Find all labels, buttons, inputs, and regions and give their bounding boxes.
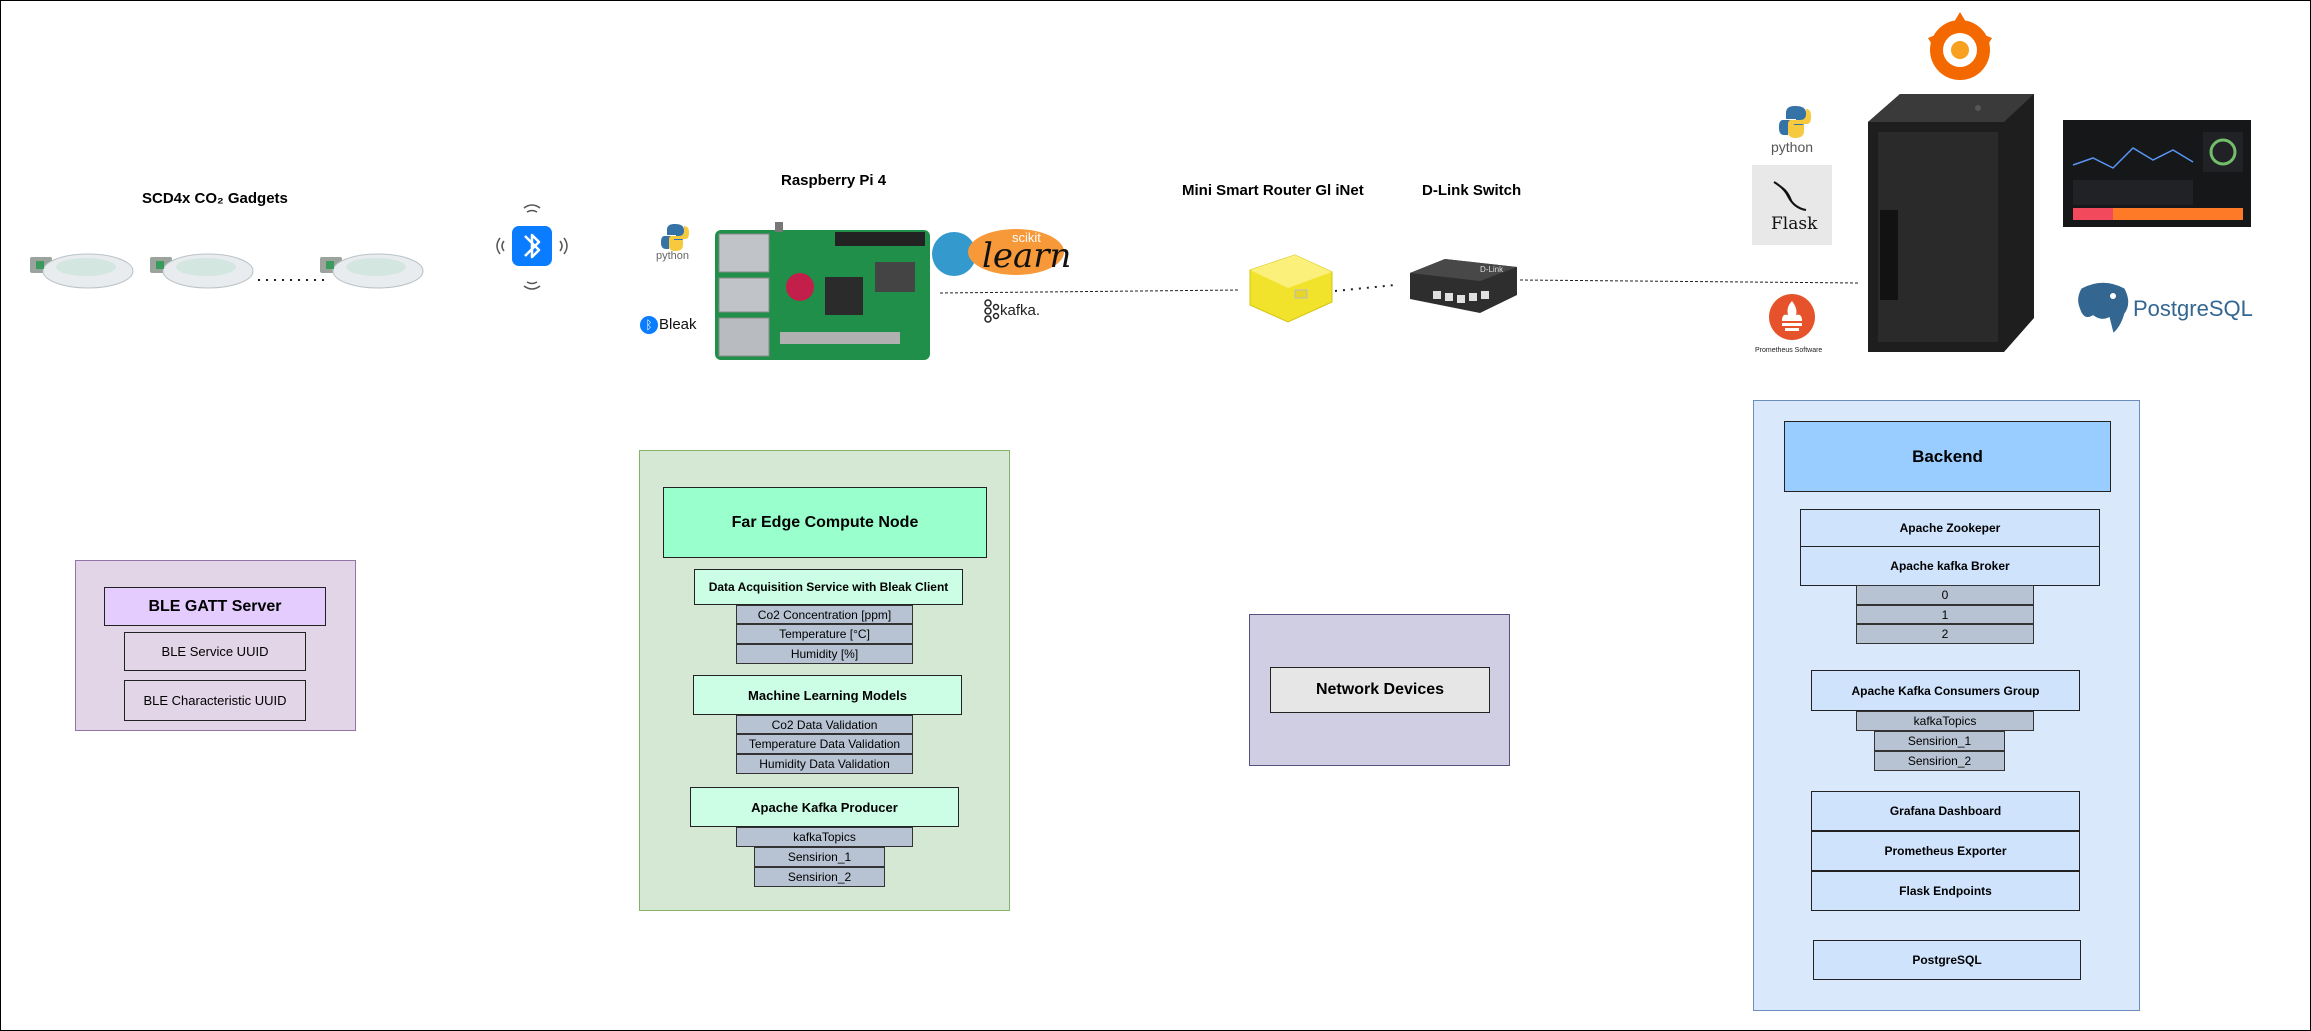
zookeeper: Apache Zookeper — [1800, 509, 2100, 547]
ml-models: Machine Learning Models — [693, 675, 962, 715]
grafana-logo-icon — [1928, 12, 1992, 80]
python-logo-text: python — [656, 250, 690, 262]
kafka-producer: Apache Kafka Producer — [690, 787, 959, 827]
acquisition-item: Co2 Concentration [ppm] — [736, 605, 913, 624]
prometheus-logo-icon — [1769, 294, 1815, 340]
python-logo-icon — [661, 224, 689, 251]
router-icon — [1249, 254, 1333, 323]
ml-item: Co2 Data Validation — [736, 715, 913, 734]
switch-label: D-Link Switch — [1422, 182, 1522, 199]
edge-kafka-topics-label: kafkaTopics — [736, 827, 913, 847]
flask-logo-icon — [1773, 181, 1807, 211]
bleak-logo-text: Bleak — [659, 316, 697, 333]
broker-partition: 2 — [1856, 624, 2034, 644]
bluetooth-icon — [496, 204, 568, 290]
backend-title: Backend — [1784, 421, 2111, 492]
gadgets-label: SCD4x CO₂ Gadgets — [142, 190, 288, 207]
switch-server-link — [1519, 279, 1861, 284]
acquisition-item: Humidity [%] — [736, 644, 913, 664]
server-tower-icon — [1868, 94, 2034, 352]
co2-gadget-icon — [320, 253, 424, 289]
backend-topic: Sensirion_1 — [1874, 731, 2005, 751]
scikit-text: scikit — [1012, 230, 1041, 245]
raspberry-pi-icon — [715, 222, 930, 360]
python-server-logo-icon — [1779, 106, 1811, 138]
edge-topic: Sensirion_1 — [754, 847, 885, 867]
flask-logo-text: Flask — [1771, 214, 1818, 234]
ble-characteristic-uuid: BLE Characteristic UUID — [124, 680, 306, 721]
backend-topic: Sensirion_2 — [1874, 751, 2005, 771]
learn-text: learn — [982, 236, 1072, 276]
scikit-learn-logo-icon — [932, 229, 1064, 276]
network-title: Network Devices — [1270, 667, 1490, 713]
dlink-logo-text: D-Link — [1480, 265, 1504, 274]
edge-title: Far Edge Compute Node — [663, 487, 987, 558]
postgresql-service: PostgreSQL — [1813, 940, 2081, 980]
grafana-dashboard: Grafana Dashboard — [1811, 791, 2080, 831]
flask-logo-tile — [1752, 165, 1832, 245]
router-label: Mini Smart Router Gl iNet — [1182, 182, 1364, 199]
flask-endpoints: Flask Endpoints — [1811, 871, 2080, 911]
dashboard-screenshot-icon — [2063, 120, 2251, 227]
kafka-logo-icon — [984, 299, 1000, 323]
ble-service-uuid: BLE Service UUID — [124, 632, 306, 671]
acquisition-service: Data Acquisition Service with Bleak Clie… — [694, 569, 963, 605]
pi-router-link — [939, 289, 1241, 294]
acquisition-item: Temperature [°C] — [736, 624, 913, 644]
prometheus-logo-text: Prometheus Software — [1755, 347, 1823, 354]
rpi-label: Raspberry Pi 4 — [781, 172, 887, 189]
network-switch-icon — [1410, 259, 1517, 313]
ble-gatt-title: BLE GATT Server — [104, 587, 326, 626]
ml-item: Humidity Data Validation — [736, 754, 913, 774]
broker-partition: 1 — [1856, 605, 2034, 624]
python-server-text: python — [1771, 139, 1814, 155]
kafka-broker: Apache kafka Broker — [1800, 546, 2100, 586]
kafka-logo-text: kafka. — [1000, 302, 1041, 319]
ml-item: Temperature Data Validation — [736, 734, 913, 754]
co2-gadget-icon — [30, 253, 134, 289]
broker-partition: 0 — [1856, 585, 2034, 605]
backend-kafka-topics-label: kafkaTopics — [1856, 711, 2034, 731]
bleak-bluetooth-icon: ᛒ — [640, 316, 658, 334]
router-switch-link — [1334, 284, 1396, 292]
consumers-group: Apache Kafka Consumers Group — [1811, 670, 2080, 711]
postgresql-logo-text: PostgreSQL — [2133, 296, 2253, 321]
co2-gadget-icon — [150, 253, 254, 289]
prometheus-exporter: Prometheus Exporter — [1811, 831, 2080, 871]
postgresql-elephant-icon — [2076, 281, 2130, 336]
edge-topic: Sensirion_2 — [754, 867, 885, 887]
